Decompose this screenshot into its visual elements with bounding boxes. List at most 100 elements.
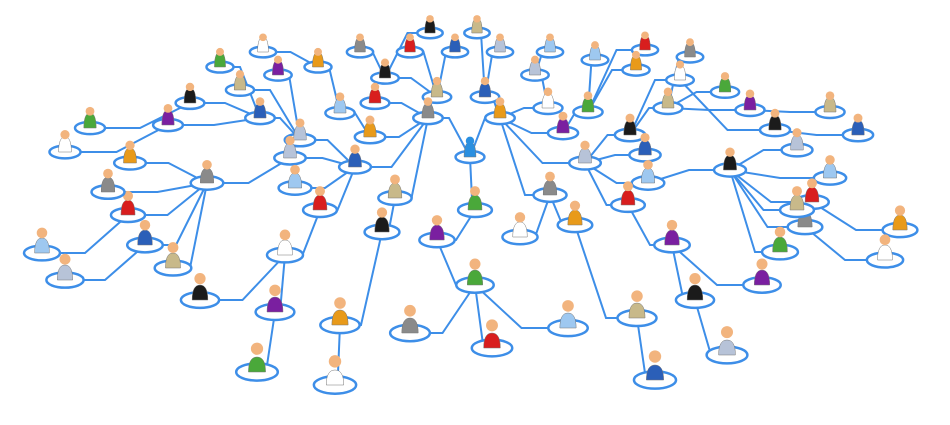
person-body — [638, 139, 652, 156]
person-body — [772, 236, 788, 253]
person-head — [770, 108, 780, 118]
person-node — [353, 115, 387, 145]
person-node — [652, 219, 692, 254]
person-body — [248, 356, 266, 373]
center-person-node — [454, 136, 486, 165]
person-body — [483, 332, 501, 349]
person-node — [567, 140, 603, 171]
person-node — [814, 91, 846, 120]
person-body — [542, 179, 558, 196]
person-body — [137, 229, 153, 246]
person-body — [387, 182, 403, 199]
person-node — [244, 97, 276, 126]
connection-line — [65, 124, 169, 153]
person-node — [456, 186, 494, 219]
person-body — [877, 244, 893, 261]
person-head — [825, 155, 835, 165]
person-head — [641, 31, 649, 40]
person-head — [473, 15, 481, 23]
person-node — [734, 89, 766, 118]
person-node — [613, 113, 647, 143]
person-node — [319, 297, 361, 335]
person-head — [125, 140, 135, 150]
person-head — [404, 304, 416, 317]
person-body — [467, 194, 483, 211]
person-node — [532, 87, 564, 116]
person-head — [879, 234, 891, 246]
person-node — [470, 319, 514, 358]
person-node — [416, 15, 444, 40]
person-head — [269, 284, 281, 297]
person-head — [167, 242, 179, 253]
person-node — [277, 164, 313, 197]
person-head — [315, 186, 325, 197]
person-node — [363, 207, 401, 241]
person-head — [632, 50, 640, 59]
person-body — [277, 239, 293, 256]
person-head — [725, 147, 735, 157]
person-node — [630, 159, 666, 191]
person-head — [194, 273, 206, 285]
person-node — [303, 47, 333, 74]
person-body — [790, 134, 804, 151]
person-body — [401, 317, 419, 334]
person-node — [189, 159, 225, 191]
person-head — [745, 89, 755, 99]
person-head — [235, 70, 245, 79]
person-head — [546, 33, 554, 42]
person-node — [778, 186, 816, 219]
person-head — [314, 47, 322, 56]
person-body — [191, 284, 209, 301]
person-node — [712, 147, 748, 178]
person-body — [429, 224, 445, 241]
person-head — [60, 130, 70, 140]
person-node — [263, 55, 293, 82]
connection-line — [340, 231, 383, 326]
person-node — [674, 273, 716, 310]
person-head — [259, 33, 267, 42]
person-body — [723, 154, 737, 171]
person-head — [720, 72, 730, 81]
person-node — [22, 227, 62, 262]
person-head — [643, 159, 653, 170]
person-body — [718, 339, 736, 356]
person-body — [664, 229, 680, 246]
person-node — [248, 33, 278, 59]
person-head — [591, 41, 599, 50]
person-body — [512, 221, 528, 238]
person-node — [812, 155, 848, 186]
person-node — [760, 226, 800, 261]
person-node — [455, 258, 495, 294]
person-node — [234, 342, 280, 382]
person-body — [641, 167, 655, 184]
person-head — [328, 355, 342, 368]
person-head — [285, 135, 295, 146]
person-node — [112, 140, 148, 171]
person-head — [648, 350, 662, 363]
person-node — [546, 111, 580, 141]
person-head — [290, 164, 300, 175]
person-node — [535, 33, 565, 59]
person-head — [496, 33, 504, 42]
person-node — [758, 108, 792, 138]
person-node — [73, 106, 107, 136]
person-body — [754, 269, 770, 286]
person-head — [406, 33, 414, 42]
person-body — [578, 147, 592, 164]
person-body — [686, 284, 704, 301]
connection-line — [90, 102, 191, 129]
person-node — [546, 300, 590, 338]
person-head — [470, 186, 480, 197]
person-node — [324, 92, 356, 121]
person-body — [58, 136, 72, 153]
person-body — [567, 209, 583, 226]
person-node — [377, 174, 413, 207]
person-head — [543, 87, 553, 97]
person-head — [486, 319, 498, 332]
person-node — [652, 87, 684, 116]
person-head — [853, 113, 863, 123]
person-head — [666, 219, 678, 231]
person-node — [520, 55, 550, 82]
person-node — [580, 41, 610, 67]
